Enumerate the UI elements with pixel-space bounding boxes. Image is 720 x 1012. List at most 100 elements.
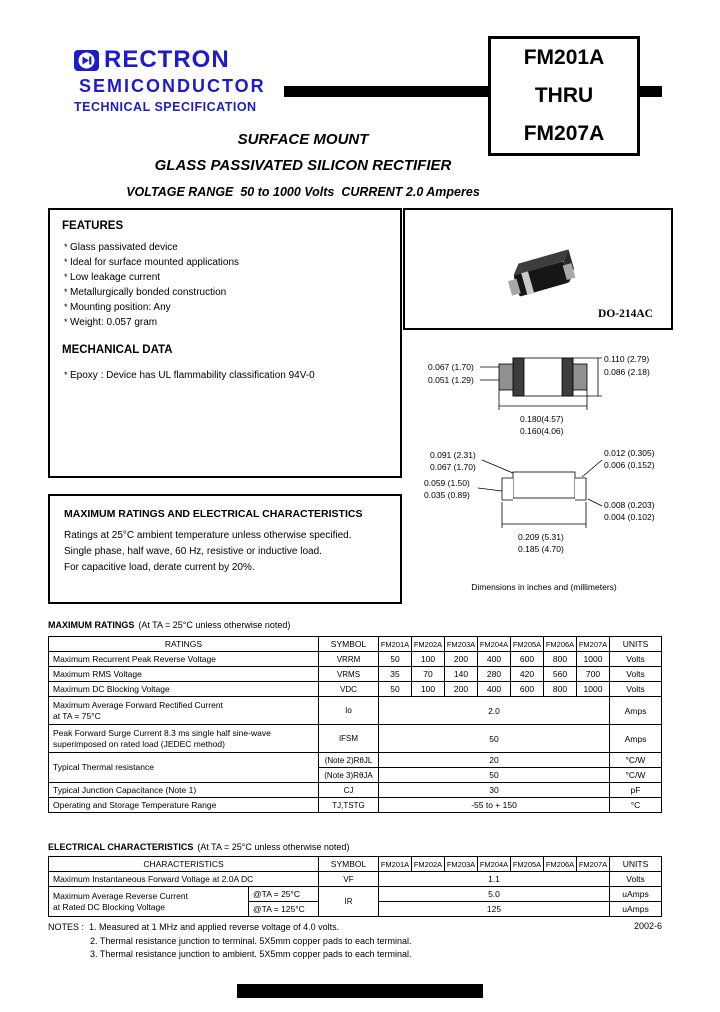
feature-item: Mounting position: Any (62, 300, 388, 315)
note-line: NOTES : 1. Measured at 1 MHz and applied… (48, 921, 412, 935)
row-units: °C (609, 797, 662, 813)
ratings-note-box: MAXIMUM RATINGS AND ELECTRICAL CHARACTER… (48, 494, 402, 604)
row-units: pF (609, 782, 662, 798)
ratings-note-line: Single phase, half wave, 60 Hz, resistiv… (64, 546, 322, 557)
row-value: 50 (378, 767, 610, 783)
part-column-header: FM202A (411, 636, 445, 652)
table-row: Maximum Average Forward Rectified Curren… (48, 696, 662, 725)
row-value: 50 (378, 681, 412, 697)
dim-body-width-max: 0.110 (2.79) (604, 354, 649, 364)
row-symbol: VRRM (318, 651, 379, 667)
row-value: -55 to + 150 (378, 797, 610, 813)
brand-header: RECTRON (74, 46, 230, 74)
row-value: 100 (411, 651, 445, 667)
title-voltage-range: VOLTAGE RANGE 50 to 1000 Volts CURRENT 2… (126, 185, 480, 199)
row-symbol: VDC (318, 681, 379, 697)
dimensions-note: Dimensions in inches and (millimeters) (471, 582, 617, 592)
max-ratings-caption: MAXIMUM RATINGS(At TA = 25°C unless othe… (48, 620, 290, 630)
dim-lead-thickness-min: 0.006 (0.152) (604, 460, 655, 470)
dimension-lines (480, 357, 602, 410)
dim-lead-width-min: 0.051 (1.29) (428, 375, 474, 385)
row-symbol: CJ (318, 782, 379, 798)
col-header-units: UNITS (609, 636, 662, 652)
division-title: SEMICONDUCTOR (79, 76, 266, 96)
table-header-row: CHARACTERISTICS SYMBOL FM201A FM202A FM2… (47, 856, 663, 872)
row-symbol: (Note 3)RθJA (318, 767, 379, 783)
notes-prefix: NOTES : (48, 922, 85, 932)
package-name: DO-214AC (598, 308, 653, 320)
part-column-header: FM206A (543, 636, 577, 652)
dim-lead-thickness-max: 0.012 (0.305) (604, 448, 655, 458)
row-symbol: IR (318, 886, 380, 917)
row-value: 800 (543, 681, 577, 697)
part-column-header: FM203A (444, 636, 478, 652)
row-units: °C/W (609, 752, 662, 768)
part-column-header: FM207A (576, 636, 610, 652)
part-column-header: FM204A (477, 856, 512, 872)
row-value: 600 (510, 681, 544, 697)
dim-height-min: 0.067 (1.70) (430, 462, 476, 472)
col-header-ratings: RATINGS (48, 636, 319, 652)
row-symbol: IFSM (318, 724, 379, 753)
table-row: Maximum RMS Voltage VRMS 35 70 140 280 4… (48, 666, 662, 682)
package-side-view-drawing: 0.091 (2.31) 0.067 (1.70) 0.059 (1.50) 0… (424, 448, 655, 554)
elec-char-title: ELECTRICAL CHARACTERISTICS (48, 842, 194, 852)
row-value: 1.1 (378, 871, 611, 887)
package-top-view-drawing: 0.067 (1.70) 0.051 (1.29) 0.110 (2.79) 0… (428, 354, 650, 436)
title-surface-mount: SURFACE MOUNT (237, 131, 369, 148)
row-symbol: (Note 2)RθJL (318, 752, 379, 768)
row-symbol: VF (318, 871, 380, 887)
part-column-header: FM202A (411, 856, 446, 872)
row-value: 200 (444, 651, 478, 667)
row-units: Volts (609, 681, 662, 697)
row-value: 280 (477, 666, 511, 682)
row-value: 560 (543, 666, 577, 682)
part-column-header: FM207A (576, 856, 611, 872)
table-header-row: RATINGS SYMBOL FM201A FM202A FM203A FM20… (48, 636, 662, 652)
row-symbol: Io (318, 696, 379, 725)
row-value: 600 (510, 651, 544, 667)
row-units: Amps (609, 696, 662, 725)
row-symbol: VRMS (318, 666, 379, 682)
col-header-symbol: SYMBOL (318, 856, 380, 872)
diode-package-image (507, 249, 576, 297)
row-value: 20 (378, 752, 610, 768)
row-label: Typical Junction Capacitance (Note 1) (48, 782, 319, 798)
dim-overall-length-min: 0.185 (4.70) (518, 544, 564, 554)
row-label: Operating and Storage Temperature Range (48, 797, 319, 813)
feature-item: Ideal for surface mounted applications (62, 255, 388, 270)
row-value: 140 (444, 666, 478, 682)
dim-body-length-max: 0.180(4.57) (520, 414, 564, 424)
row-label: Maximum Instantaneous Forward Voltage at… (47, 871, 320, 887)
part-column-header: FM201A (378, 636, 412, 652)
row-label: Maximum DC Blocking Voltage (48, 681, 319, 697)
table-row: Typical Thermal resistance (Note 2)RθJL … (48, 752, 662, 783)
part-column-header: FM205A (510, 636, 544, 652)
feature-item: Glass passivated device (62, 240, 388, 255)
package-image-box: DO-214AC (403, 208, 673, 330)
elec-char-caption: ELECTRICAL CHARACTERISTICS(At TA = 25°C … (48, 842, 349, 852)
row-value: 30 (378, 782, 610, 798)
part-column-header: FM201A (378, 856, 413, 872)
note-3: 3. Thermal resistance junction to ambien… (90, 949, 412, 959)
col-header-units: UNITS (609, 856, 663, 872)
ratings-note-heading: MAXIMUM RATINGS AND ELECTRICAL CHARACTER… (64, 508, 363, 520)
row-condition: @TA = 25°C (247, 886, 320, 902)
dim-body-length-min: 0.160(4.06) (520, 426, 564, 436)
notes-block: NOTES : 1. Measured at 1 MHz and applied… (48, 921, 412, 962)
elec-char-condition: (At TA = 25°C unless otherwise noted) (197, 842, 350, 852)
row-value: 800 (543, 651, 577, 667)
row-units: uAmps (609, 886, 663, 902)
feature-item: Metallurgically bonded construction (62, 285, 388, 300)
row-condition: @TA = 125°C (247, 901, 320, 917)
revision-date: 2002-6 (633, 921, 662, 931)
table-row: Maximum Instantaneous Forward Voltage at… (47, 871, 663, 887)
brand-name: RECTRON (104, 46, 230, 73)
table-row: Operating and Storage Temperature Range … (48, 797, 662, 813)
dim-height-max: 0.091 (2.31) (430, 450, 476, 460)
dim-standoff-max: 0.008 (0.203) (604, 500, 655, 510)
row-value: 2.0 (378, 696, 610, 725)
row-value: 1000 (576, 651, 610, 667)
features-box: FEATURES Glass passivated device Ideal f… (48, 208, 402, 478)
dimension-lines (477, 459, 603, 528)
